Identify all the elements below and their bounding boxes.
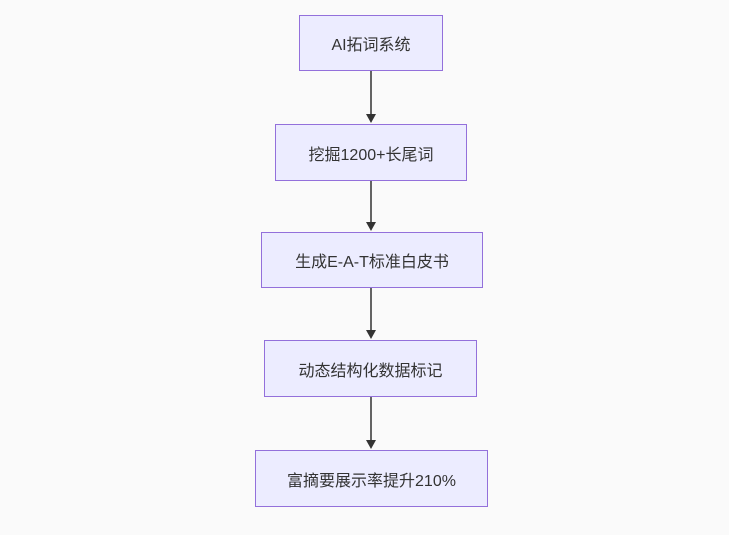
arrowhead-icon <box>366 114 376 123</box>
edge-n3-n4 <box>366 288 376 339</box>
arrowhead-icon <box>366 330 376 339</box>
flow-node-mine-longtail-keywords: 挖掘1200+长尾词 <box>275 124 467 181</box>
flow-node-ai-keyword-system: AI拓词系统 <box>299 15 443 71</box>
flow-node-generate-eat-whitepaper: 生成E-A-T标准白皮书 <box>261 232 483 288</box>
edge-n2-n3 <box>366 181 376 231</box>
flow-node-rich-snippet-rate-increase: 富摘要展示率提升210% <box>255 450 488 507</box>
flow-node-dynamic-structured-data-markup: 动态结构化数据标记 <box>264 340 477 397</box>
arrowhead-icon <box>366 440 376 449</box>
edge-n1-n2 <box>366 71 376 123</box>
arrowhead-icon <box>366 222 376 231</box>
edge-n4-n5 <box>366 397 376 449</box>
